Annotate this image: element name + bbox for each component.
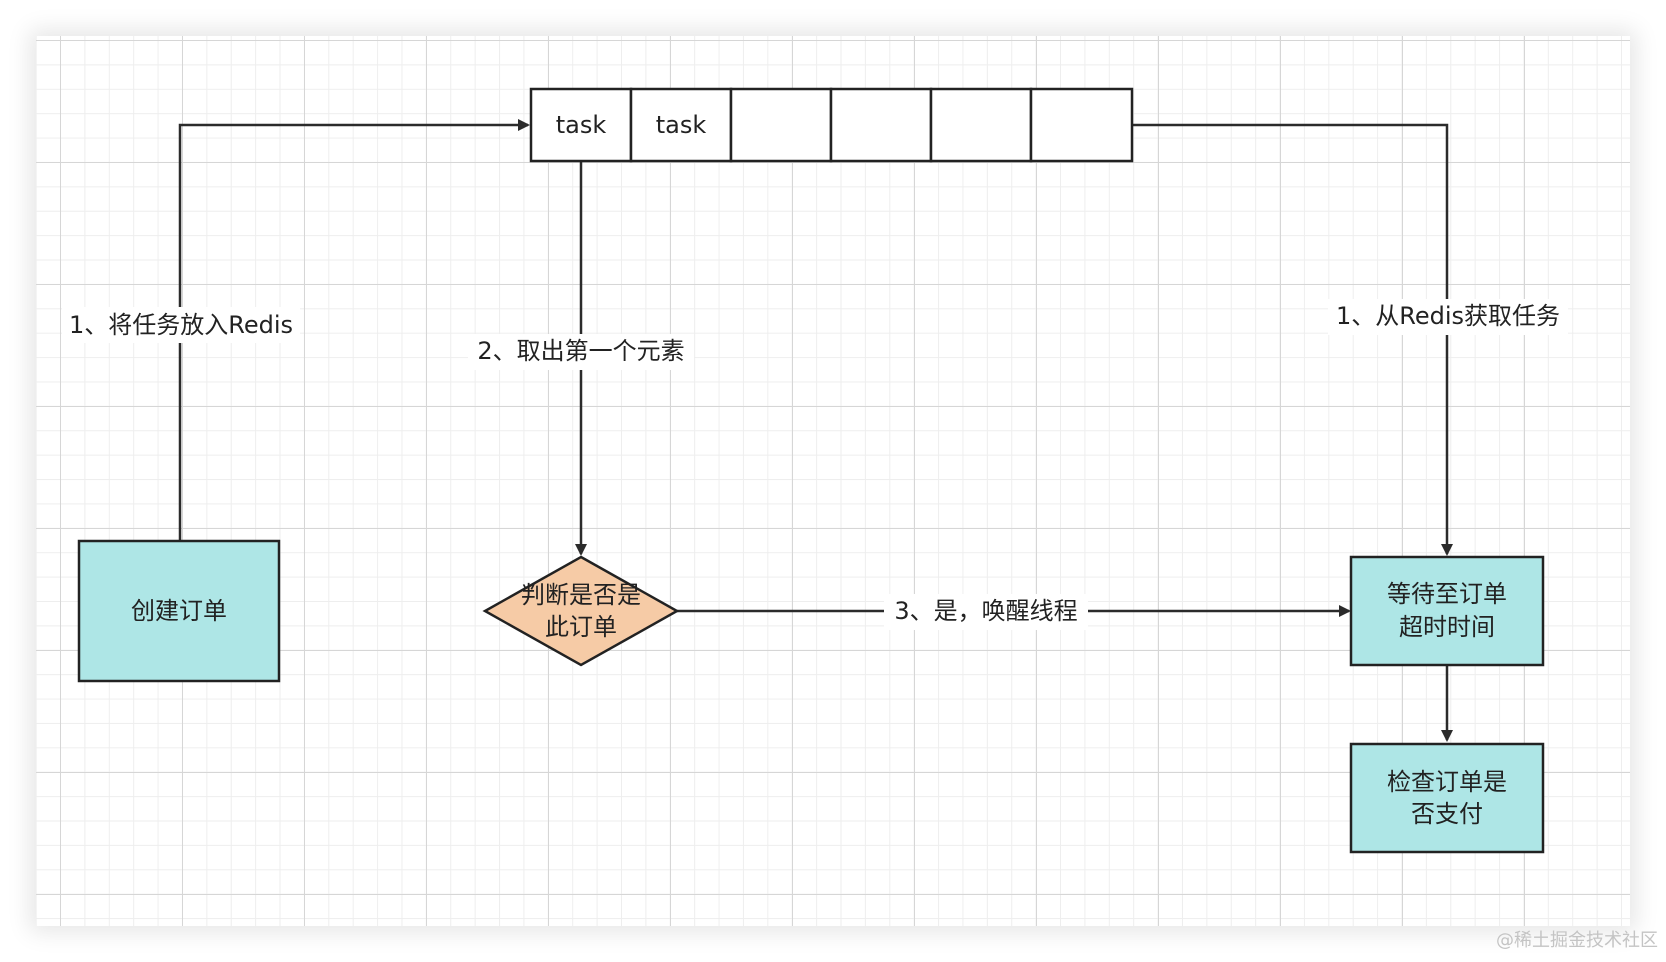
check-paid-label-line2: 否支付 (1411, 800, 1483, 828)
wait-timeout-box (1349, 555, 1545, 667)
create-order-label: 创建订单 (131, 597, 227, 625)
wait-timeout-label-line2: 超时时间 (1399, 613, 1495, 641)
decision-label-line1: 判断是否是 (521, 581, 641, 609)
edge-label-take-first-text: 2、取出第一个元素 (477, 337, 684, 365)
edge-label-take-first: 2、取出第一个元素 (468, 334, 694, 370)
edge-label-get-from-redis-text: 1、从Redis获取任务 (1336, 302, 1560, 330)
redis-queue: task task (529, 87, 1134, 163)
edge-label-put-into-redis-text: 1、将任务放入Redis (69, 311, 293, 339)
check-paid-label-line1: 检查订单是 (1387, 768, 1507, 796)
queue-cell (729, 87, 833, 163)
wait-timeout-node: 等待至订单 超时时间 (1349, 555, 1545, 667)
create-order-box (77, 539, 281, 683)
queue-cell-label: task (656, 111, 707, 139)
edge-label-put-into-redis: 1、将任务放入Redis (62, 307, 300, 343)
queue-cell (829, 87, 933, 163)
edge-label-yes-wake-text: 3、是，唤醒线程 (894, 597, 1077, 625)
queue-cell-label: task (556, 111, 607, 139)
edge-label-yes-wake: 3、是，唤醒线程 (884, 594, 1088, 630)
check-paid-node: 检查订单是 否支付 (1349, 742, 1545, 854)
check-paid-box (1349, 742, 1545, 854)
edge-label-get-from-redis: 1、从Redis获取任务 (1328, 299, 1568, 335)
edge-create-to-queue (178, 119, 530, 540)
decision-node: 判断是否是 此订单 (482, 555, 680, 667)
create-order-node: 创建订单 (77, 539, 281, 683)
watermark: @稀土掘金技术社区 (1496, 930, 1658, 951)
wait-timeout-label-line1: 等待至订单 (1387, 580, 1507, 608)
queue-cell (1029, 87, 1134, 163)
queue-cell (629, 87, 733, 163)
decision-diamond (482, 555, 680, 667)
diagram-canvas (36, 36, 1630, 926)
edge-queue-to-wait (1132, 123, 1453, 556)
queue-cell (929, 87, 1033, 163)
decision-label-line2: 此订单 (545, 613, 617, 641)
